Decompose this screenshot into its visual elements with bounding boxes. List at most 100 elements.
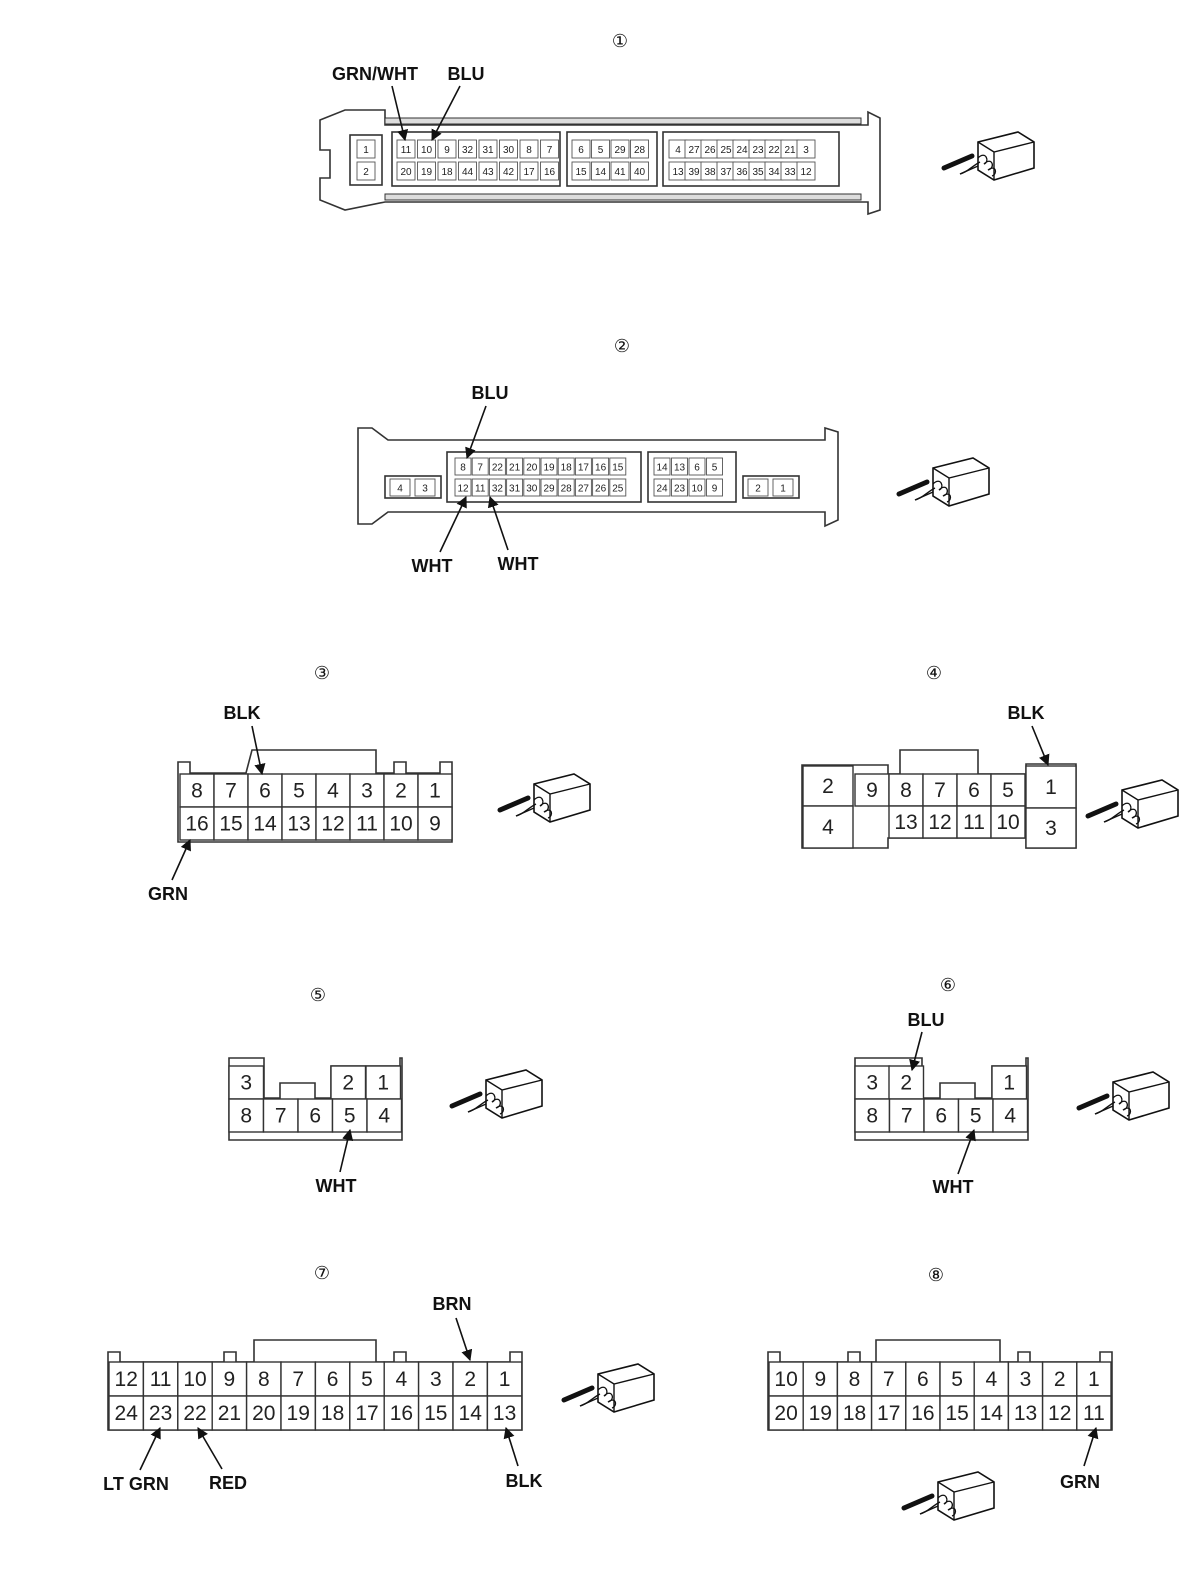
pin-17: 17 [523,167,535,178]
hand-pointing-connector-icon [904,1472,994,1520]
pin-19: 19 [809,1402,832,1425]
pin-5: 5 [293,780,305,803]
pin-8: 8 [900,779,912,802]
pin-7: 7 [292,1368,304,1391]
pin-2-cavity [888,1065,925,1100]
pin-44-cavity [458,161,477,181]
pin-18: 18 [561,463,573,474]
pin-16: 16 [911,1402,934,1425]
pin-4-cavity [802,805,854,849]
pin-18: 18 [321,1402,344,1425]
pin-11: 11 [356,813,378,836]
pin-20-cavity [523,457,541,476]
pin-22-cavity [177,1395,213,1431]
pin-17-cavity [574,457,592,476]
pin-13: 13 [493,1402,516,1425]
pin-17-cavity [870,1395,907,1431]
pin-27-cavity [574,478,592,497]
pin-20-cavity [245,1395,282,1431]
pin-43: 43 [482,167,494,178]
pin-13-cavity [281,806,317,841]
pin-11: 11 [150,1368,172,1391]
pin-10: 10 [691,484,703,495]
pin-24: 24 [656,484,668,495]
pin-30: 30 [526,484,538,495]
pin-6-cavity [923,1098,960,1133]
pin-31: 31 [482,145,494,156]
pin-21: 21 [218,1402,241,1425]
wire-label-blk: BLK [1008,703,1045,723]
pin-15: 15 [424,1402,447,1425]
pin-9: 9 [429,813,441,836]
pin-24: 24 [115,1402,139,1425]
pin-19-cavity [540,457,558,476]
pin-7: 7 [883,1368,895,1391]
pin-23: 23 [674,484,686,495]
pin-18-cavity [314,1395,351,1431]
pin-18-cavity [437,161,457,181]
pin-8-cavity [836,1361,873,1397]
pin-13: 13 [674,463,686,474]
pin-13-cavity [486,1395,523,1431]
pin-10-cavity [417,139,436,159]
wire-label-blu: BLU [448,64,485,84]
pin-27: 27 [688,145,700,156]
pin-9: 9 [814,1368,826,1391]
pin-28-cavity [557,478,575,497]
pin-9: 9 [224,1368,236,1391]
pin-12: 12 [1048,1402,1071,1425]
pin-19: 19 [287,1402,310,1425]
pin-25: 25 [612,484,624,495]
pin-6: 6 [578,145,584,156]
pin-5: 5 [951,1368,963,1391]
pin-14-cavity [591,161,610,181]
pin-2-cavity [747,478,769,497]
pin-27: 27 [578,484,590,495]
pin-30-cavity [499,139,518,159]
pin-17-cavity [519,161,539,181]
pin-4: 4 [378,1105,390,1128]
pin-20: 20 [252,1402,275,1425]
pin-2: 2 [822,775,834,798]
pin-15: 15 [575,167,587,178]
pin-5: 5 [361,1368,373,1391]
hand-pointing-connector-icon [944,132,1034,180]
pin-31: 31 [509,484,521,495]
pin-17: 17 [578,463,590,474]
pin-11: 11 [475,484,486,495]
pin-23-cavity [142,1395,179,1431]
pin-38: 38 [704,167,716,178]
pin-30-cavity [523,478,541,497]
pin-2-cavity [356,161,376,181]
pin-13-cavity [671,457,688,476]
pin-13: 13 [1014,1402,1037,1425]
pin-17: 17 [355,1402,378,1425]
pin-32: 32 [492,484,504,495]
wire-label-brn: BRN [433,1294,472,1314]
pin-5: 5 [598,145,604,156]
pin-24: 24 [736,145,748,156]
pin-10: 10 [183,1368,206,1391]
pin-9-cavity [802,1361,839,1397]
pin-1: 1 [429,780,441,803]
pin-8-cavity [228,1098,265,1133]
pin-4: 4 [396,1368,408,1391]
pin-20: 20 [526,463,538,474]
pin-10-cavity [177,1361,213,1397]
pin-4-cavity [366,1098,403,1133]
pin-8: 8 [191,780,203,803]
wire-label-lt-grn: LT GRN [103,1474,169,1494]
wire-label-blu: BLU [472,383,509,403]
pin-19-cavity [417,161,436,181]
pin-14-cavity [653,457,671,476]
pin-2-cavity [802,765,854,807]
pin-22: 22 [183,1402,206,1425]
pin-5-cavity [591,139,610,159]
connector-7-number: ⑦ [314,1263,330,1284]
wire-label-wht: WHT [316,1176,357,1196]
pin-2: 2 [464,1368,476,1391]
pin-22-cavity [488,457,506,476]
hand-pointing-connector-icon [564,1364,654,1412]
